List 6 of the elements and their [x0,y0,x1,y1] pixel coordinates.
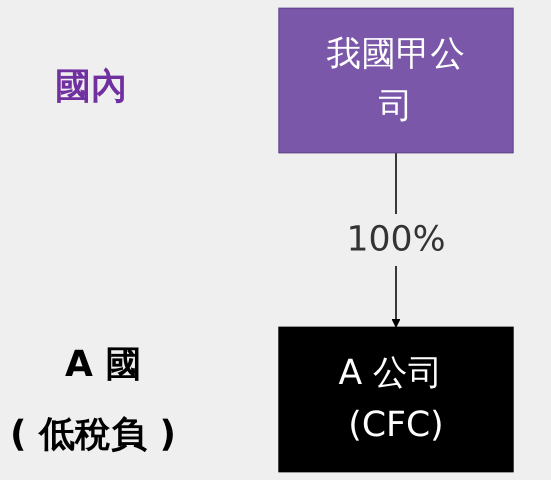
region-label: ( 低稅負 ) [10,413,176,457]
node-box: 我國甲公司 [278,8,514,154]
node-box: A 公司 (CFC) [278,326,514,472]
region-label: 國內 [55,65,127,109]
edge-label: 100% [346,219,446,260]
region-label: A 國 [65,343,142,387]
